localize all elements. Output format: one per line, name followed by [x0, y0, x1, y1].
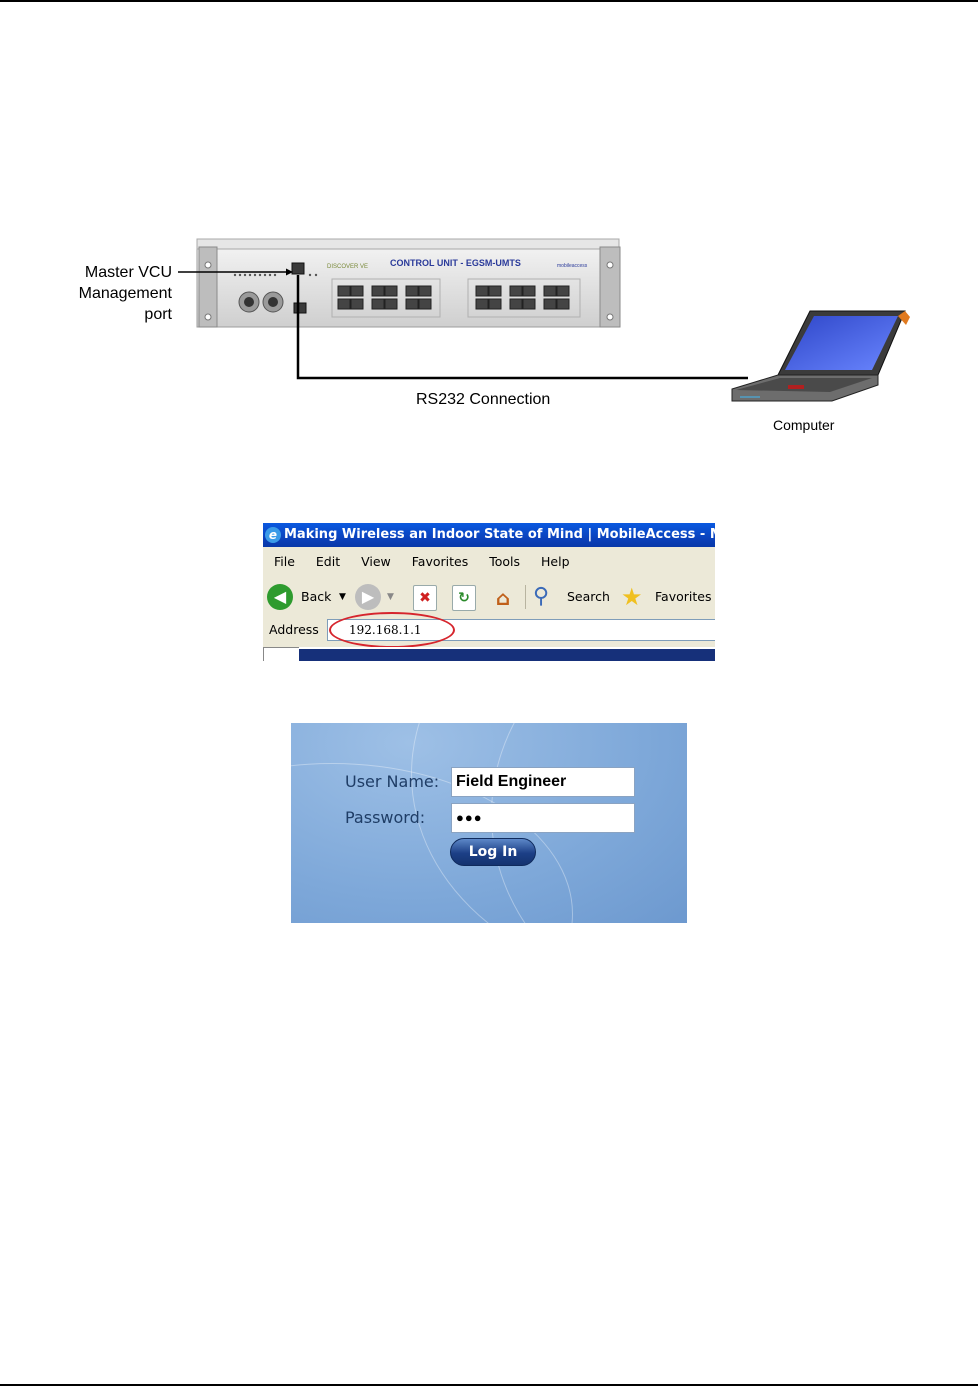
menu-edit[interactable]: Edit: [316, 554, 340, 569]
password-input[interactable]: ●●●: [451, 803, 635, 833]
page-top-rule: [0, 0, 978, 2]
port-label-line: Master VCU: [60, 262, 172, 283]
stop-icon[interactable]: ✖: [413, 585, 437, 611]
device-logo-text: mobileaccess: [557, 263, 588, 269]
refresh-icon[interactable]: ↻: [452, 585, 476, 611]
back-dropdown-icon[interactable]: ▼: [339, 579, 346, 615]
favorites-button-label: Favorites: [655, 579, 711, 615]
menu-view[interactable]: View: [361, 554, 391, 569]
page-left-frame: [263, 647, 299, 661]
forward-arrow-icon: ▶: [355, 584, 381, 610]
home-icon[interactable]: ⌂: [491, 585, 515, 611]
toolbar-separator: [525, 585, 526, 609]
device-brand-text: DISCOVER VE: [327, 264, 368, 270]
forward-button[interactable]: ▶ ▼: [355, 579, 397, 615]
back-arrow-icon: ◀: [267, 584, 293, 610]
login-panel: User Name: Field Engineer Password: ●●● …: [291, 723, 687, 923]
search-icon: ⚲: [533, 579, 549, 615]
browser-page-area: [263, 647, 715, 661]
menu-file[interactable]: File: [274, 554, 295, 569]
diagram-graphic: DISCOVER VE CONTROL UNIT - EGSM-UMTS mob…: [60, 235, 940, 445]
menu-tools[interactable]: Tools: [489, 554, 520, 569]
control-unit-device: DISCOVER VE CONTROL UNIT - EGSM-UMTS mob…: [197, 239, 620, 327]
back-button[interactable]: ◀ Back ▼: [267, 579, 349, 615]
username-input[interactable]: Field Engineer: [451, 767, 635, 797]
password-label: Password:: [345, 808, 425, 827]
menu-help[interactable]: Help: [541, 554, 570, 569]
address-bar: Address 192.168.1.1: [263, 619, 715, 643]
browser-menu-bar: File Edit View Favorites Tools Help: [263, 549, 715, 575]
browser-toolbar: ◀ Back ▼ ▶ ▼ ✖ ↻ ⌂ ⚲ Search ★ Favorites: [263, 579, 715, 615]
favorites-button[interactable]: ★ Favorites: [621, 579, 715, 615]
internet-explorer-icon: e: [265, 527, 281, 543]
browser-title-text: Making Wireless an Indoor State of Mind …: [284, 527, 715, 542]
forward-dropdown-icon[interactable]: ▼: [387, 579, 394, 615]
username-label: User Name:: [345, 772, 439, 791]
address-highlight-circle: [329, 612, 455, 648]
login-button[interactable]: Log In: [450, 838, 536, 866]
laptop-icon: [732, 311, 910, 401]
search-button[interactable]: ⚲ Search: [531, 579, 613, 615]
connection-diagram: DISCOVER VE CONTROL UNIT - EGSM-UMTS mob…: [60, 235, 940, 445]
port-label-line: port: [60, 304, 172, 325]
computer-label: Computer: [773, 417, 834, 433]
port-label-line: Management: [60, 283, 172, 304]
address-label: Address: [269, 619, 319, 641]
back-button-label: Back: [301, 579, 331, 615]
menu-favorites[interactable]: Favorites: [412, 554, 468, 569]
page-header-strip: [299, 649, 715, 661]
search-button-label: Search: [567, 579, 610, 615]
master-vcu-port-label: Master VCU Management port: [60, 262, 172, 325]
device-title-text: CONTROL UNIT - EGSM-UMTS: [390, 258, 521, 268]
favorites-star-icon: ★: [621, 579, 643, 615]
rs232-connection-label: RS232 Connection: [416, 391, 550, 409]
